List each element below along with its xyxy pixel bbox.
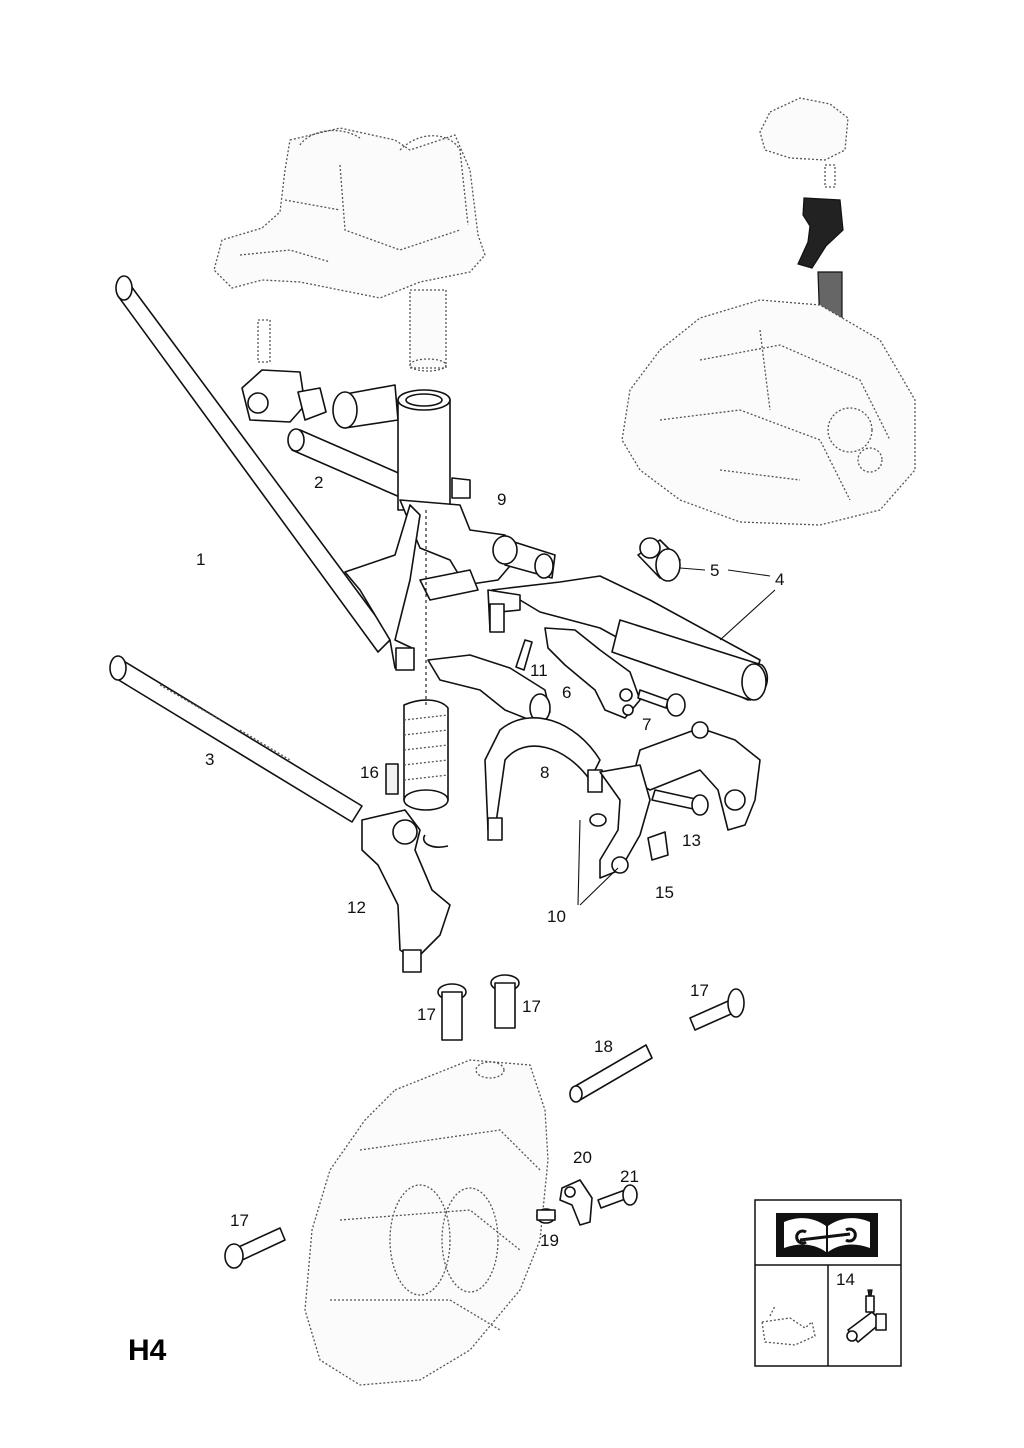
callout-11: 11 [530,661,548,680]
callout-17c: 17 [690,981,709,1000]
callout-16: 16 [360,763,379,782]
part-17-stud-a [437,983,467,1041]
callout-6: 6 [562,683,571,702]
part-11-pin [515,639,533,671]
page-code: H4 [128,1334,167,1367]
book-wrench-icon [776,1213,878,1257]
part-17-stud-b [490,974,520,1029]
part-16-key [385,763,399,795]
part-15-clip [647,831,669,861]
part-1-shift-rod [115,275,479,671]
part-13-selector-lever [599,721,761,879]
oil-can-icon [761,1305,816,1346]
sealant-tube-icon [846,1289,887,1343]
spring-assembly [403,699,449,848]
part-4-shift-rod [487,575,769,701]
shift-lever-bracket [241,319,327,423]
callout-13: 13 [682,831,701,850]
legend-box: 14 [754,1199,902,1367]
part-5-bush [637,537,681,582]
part-9-selector-finger [332,384,556,586]
part-17-stud-c [689,988,745,1031]
part-17-stud-d [224,1227,286,1269]
part-2-shaft [287,428,411,499]
part-6-interlock [544,627,641,719]
gearbox-assembly-ghost [621,97,916,526]
callout-7: 7 [642,715,651,734]
gearbox-case-ghost [304,1059,549,1386]
callout-labels: 1 2 3 4 5 6 7 8 9 10 11 12 13 14 15 16 1… [196,473,854,1289]
callout-20: 20 [573,1148,592,1167]
leader-lines [425,510,776,906]
callout-8: 8 [540,763,549,782]
selector-housing-ghost [213,127,486,372]
callout-12: 12 [347,898,366,917]
callout-1: 1 [196,550,205,569]
callout-21: 21 [620,1167,639,1186]
callout-2: 2 [314,473,323,492]
part-21-bolt [597,1184,638,1209]
callout-10: 10 [547,907,566,926]
callout-17a: 17 [417,1005,436,1024]
callout-5: 5 [710,561,719,580]
callout-17d: 17 [230,1211,249,1230]
callout-9: 9 [497,490,506,509]
callout-3: 3 [205,750,214,769]
part-8-shift-fork [427,654,603,841]
part-19-sleeve [536,1208,556,1224]
callout-18: 18 [594,1037,613,1056]
part-12-shift-fork [361,809,451,973]
callout-19: 19 [540,1231,559,1250]
part-10-pins [589,813,607,827]
legend-sealant-ref: 14 [836,1270,855,1289]
callout-15: 15 [655,883,674,902]
part-18-pin [569,1044,653,1103]
part-20-bracket [559,1179,593,1226]
callout-4: 4 [775,570,784,589]
callout-17b: 17 [522,997,541,1016]
part-7-bolt [637,689,686,717]
part-3-shift-rod [109,655,363,823]
